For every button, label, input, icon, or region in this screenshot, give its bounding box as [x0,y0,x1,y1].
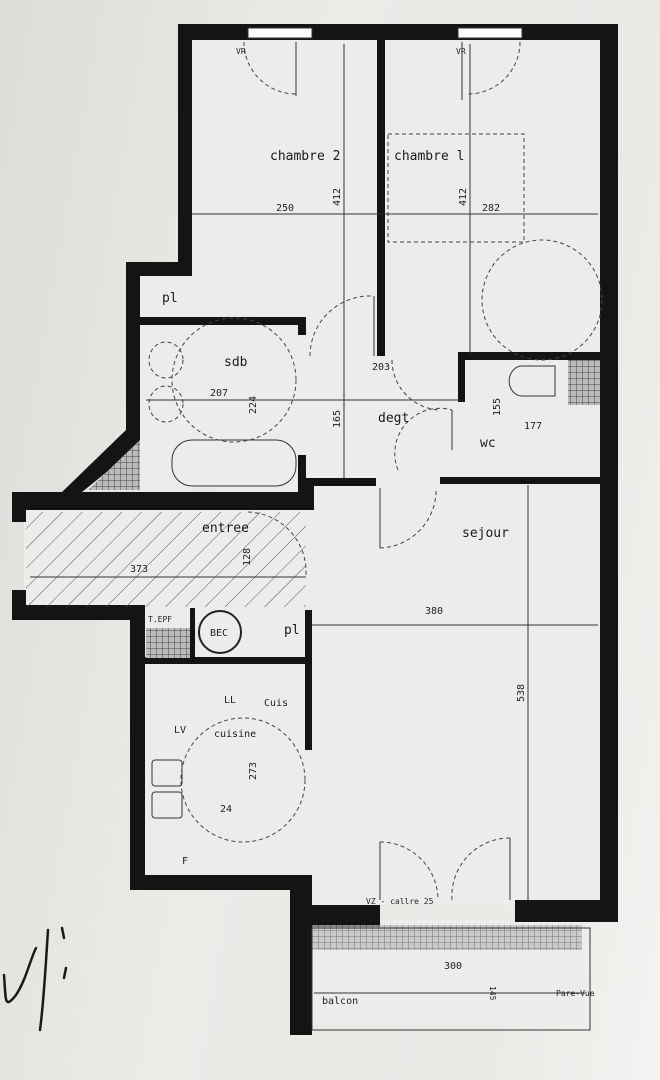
room-label-chambre-2: chambre 2 [270,149,340,164]
shaft-diagonal [88,440,140,490]
walls [12,24,618,1035]
dim-cuisine-depth: 273 [248,762,259,780]
dim-entree-width: 373 [130,564,148,575]
label-cuis: Cuis [264,698,288,709]
turning-circle [180,717,306,843]
toilet-icon [508,365,556,397]
dim-sdb-width: 207 [210,388,228,399]
dim-degt-depth: 165 [332,410,343,428]
turning-circle [481,239,603,361]
room-label-sdb: sdb [224,355,248,370]
room-label-degt: degt [378,411,409,426]
dim-chambre2-depth: 412 [332,188,343,206]
room-label-sejour: sejour [462,526,509,541]
room-label-cuisine: cuisine [214,729,256,740]
balcony-railing [311,927,591,1031]
shaft-wc [568,360,600,405]
hob-icon [151,759,183,787]
label-vr-left: VR [236,47,246,56]
dim-sejour-depth: 538 [516,684,527,702]
room-label-pl-mid: pl [284,623,300,638]
label-bec: BEC [210,628,228,639]
windows [247,27,523,39]
dim-chambre1-depth: 412 [458,188,469,206]
dimension-lines [30,44,598,994]
doors [243,41,521,901]
label-pare-vue: Pare-Vue [556,989,595,998]
room-label-pl-top: pl [162,291,178,306]
label-ll: LL [224,695,236,706]
dim-degt-width: 203 [372,362,390,373]
turning-circle [171,317,297,443]
sink-icon [148,385,184,423]
dim-chambre2-width: 250 [276,203,294,214]
shaft-left [146,628,190,658]
label-f: F [182,856,188,867]
label-tepf: T.EPF [148,615,172,624]
boiler-bec [198,610,242,654]
hob-icon [151,791,183,819]
label-lv: LV [174,725,186,736]
label-baie: VZ - callre 25 [366,897,434,906]
dim-chambre1-width: 282 [482,203,500,214]
bed-outline [387,133,525,243]
room-label-entree: entree [202,521,249,536]
balcony-grating [312,925,582,950]
dim-balcon-width: 300 [444,961,462,972]
bathtub-icon [171,439,297,487]
room-label-balcon: balcon [322,996,358,1007]
entree-hatching [26,512,306,607]
room-label-wc: wc [480,436,496,451]
dim-sejour-width: 380 [425,606,443,617]
sink-icon [148,341,184,379]
fixtures [148,133,603,843]
dim-balcon-depth: 145 [488,986,497,1001]
dim-wc-width: 177 [524,421,542,432]
dim-sdb-depth: 224 [248,396,259,414]
dim-entree-depth: 128 [242,548,253,566]
dim-cuisine-width: 24 [220,804,232,815]
label-vr-right: VR [456,47,466,56]
room-label-chambre-1: chambre l [394,149,464,164]
dim-wc-depth: 155 [492,398,503,416]
handwritten-signature [2,926,68,1032]
